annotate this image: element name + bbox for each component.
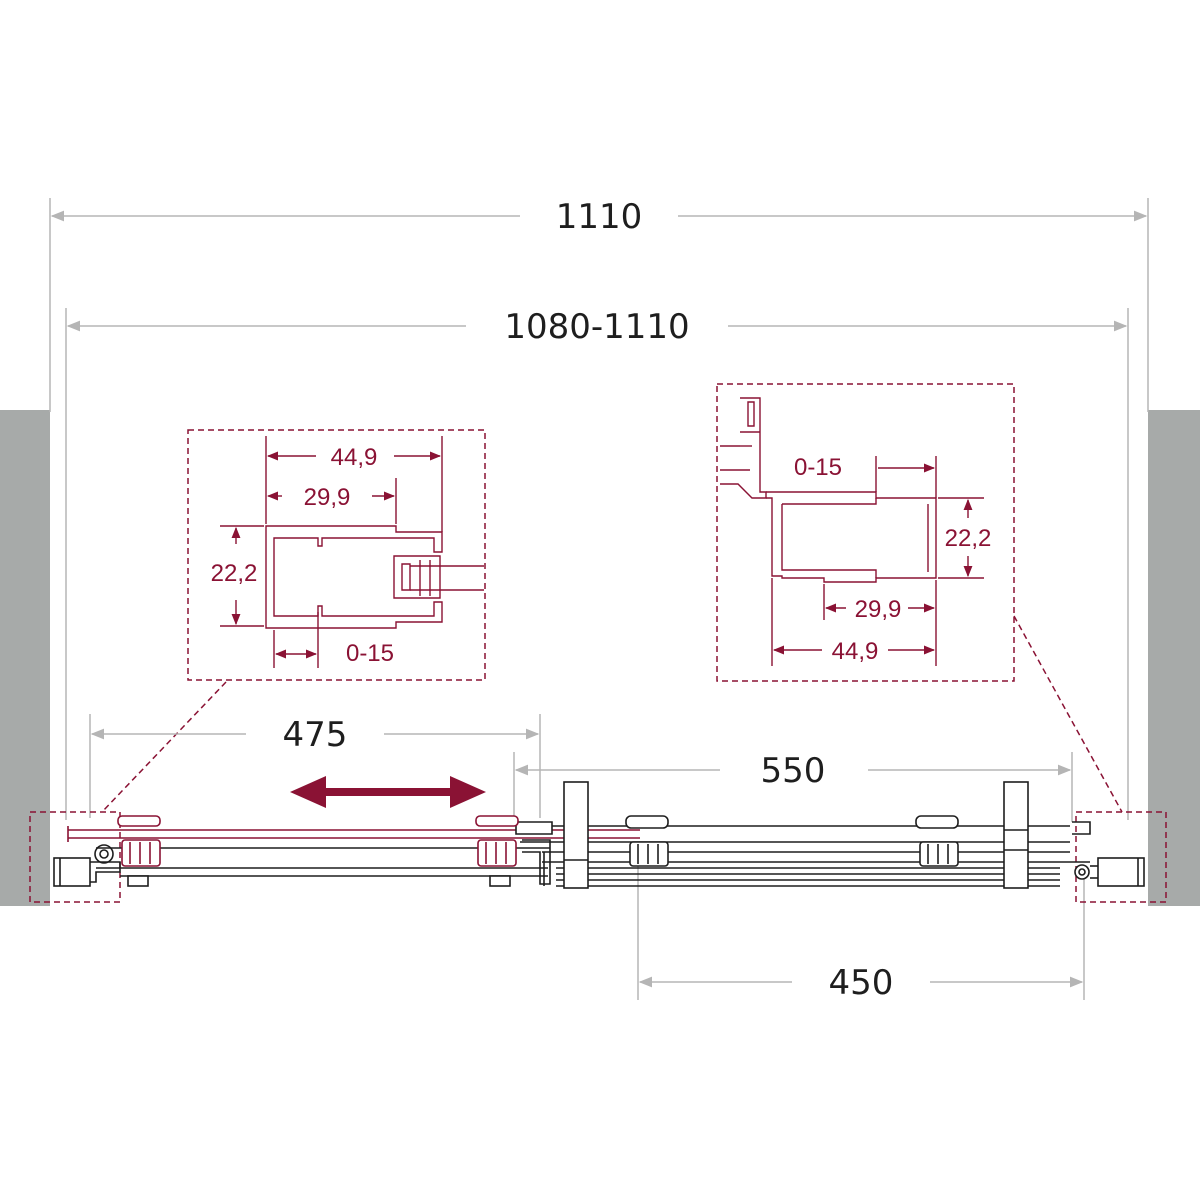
bottom-span-label: 450	[829, 963, 894, 1003]
right-wall	[1148, 410, 1200, 906]
detail-left-width-outer: 44,9	[331, 444, 378, 471]
leader-right	[1013, 615, 1123, 813]
overall-width-label: 1110	[556, 197, 643, 237]
dimension-left-panel	[89, 714, 541, 818]
detail-left-height: 22,2	[211, 560, 258, 587]
dimension-right-span	[513, 752, 1073, 822]
dimension-adjustable-width	[65, 308, 1129, 820]
left-panel-label: 475	[283, 715, 348, 755]
sliding-direction-arrow	[290, 776, 486, 808]
adjustable-width-label: 1080-1110	[504, 307, 689, 347]
detail-left	[187, 429, 486, 681]
leader-left	[101, 681, 227, 813]
left-wall	[0, 410, 50, 906]
door-plan	[53, 781, 1145, 889]
wall-detail-right	[1075, 811, 1167, 903]
detail-right-adjust: 0-15	[794, 454, 842, 481]
detail-left-adjust: 0-15	[346, 640, 394, 667]
wall-detail-left	[29, 811, 121, 903]
detail-left-width-inner: 29,9	[304, 484, 351, 511]
detail-right-height: 22,2	[945, 525, 992, 552]
right-span-label: 550	[761, 751, 826, 791]
detail-right	[716, 383, 1015, 682]
detail-right-width-outer: 44,9	[832, 638, 879, 665]
dimension-bottom-span	[637, 866, 1085, 1000]
detail-right-width-inner: 29,9	[855, 596, 902, 623]
dimension-overall-width	[49, 198, 1149, 412]
